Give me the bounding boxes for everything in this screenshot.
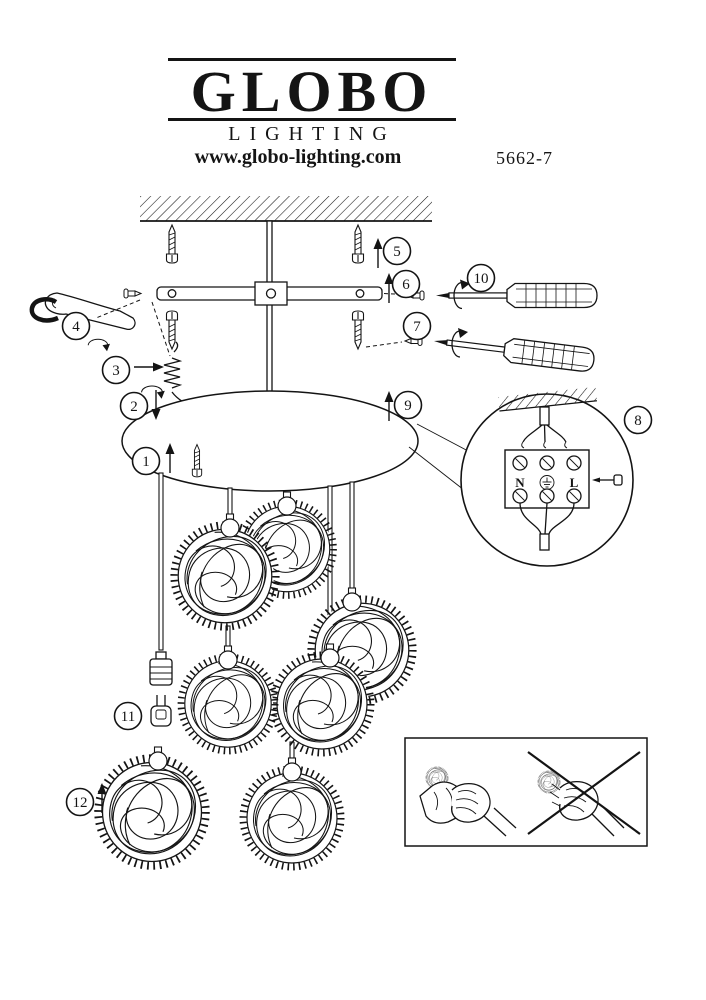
screwdriver-icon [431,328,596,374]
screw-icon [165,224,179,264]
svg-text:12: 12 [73,795,88,811]
svg-text:7: 7 [413,319,421,335]
g4-bulb-icon [150,695,172,727]
bulb-icon [342,587,362,612]
svg-text:10: 10 [474,271,489,287]
brand-sub-label: LIGHTING [228,123,396,145]
rotation-arrow-icon [87,338,111,352]
wire-ball-shade [98,758,206,866]
bulb-icon [282,757,302,782]
bulb-icon [218,645,238,670]
header-rule-bottom [168,118,456,121]
terminal-label-live: L [570,475,579,490]
callout-6: 6 [391,269,421,299]
pendant-rod [158,472,164,651]
terminal-label-neutral: N [515,475,525,490]
screw-icon [165,310,179,350]
pendant-rod [349,481,355,591]
svg-text:5: 5 [393,244,401,260]
callout-3: 3 [101,355,131,385]
callout-9: 9 [393,390,423,420]
screwdriver-icon [435,282,598,309]
callout-7: 7 [402,311,432,341]
wire-ball-shade [181,657,275,751]
wire-ball-shade [243,769,341,867]
callout-4: 4 [61,311,91,341]
bare-hand-icon [527,751,641,837]
pendant-rod [227,487,233,517]
socket-icon [149,651,173,686]
rotation-arrow-icon [141,385,166,400]
svg-text:6: 6 [402,277,410,293]
callout-12: 12 [65,787,95,817]
center-tube [266,220,273,394]
svg-text:1: 1 [142,454,150,470]
canopy-hook-tool [29,292,136,330]
svg-text:2: 2 [130,399,138,415]
bulb-icon [277,491,297,516]
callout-8: 8 [623,405,653,435]
handling-warning-box [404,737,648,847]
svg-text:3: 3 [112,363,120,379]
header-rule-top [168,58,456,61]
svg-text:9: 9 [404,398,412,414]
callout-5: 5 [382,236,412,266]
terminal-block: N L [504,449,590,509]
mounting-bracket [156,281,383,306]
callout-11: 11 [113,701,143,731]
svg-text:8: 8 [634,413,642,429]
website-text: www.globo-lighting.com [194,146,402,168]
cross-icon [527,751,641,835]
callout-10: 10 [466,263,496,293]
model-number: 5662-7 [496,148,553,168]
arrow-icon [383,272,395,304]
arrow-icon [372,237,384,269]
callout-2: 2 [119,391,149,421]
canopy [121,390,419,492]
bulb-icon [148,746,168,771]
ceiling-hatch [140,196,432,222]
arrow-icon [133,361,165,373]
brand-logo: GLOBO [190,59,434,124]
bulb-icon [220,513,240,538]
callout-1: 1 [131,446,161,476]
screw-icon [123,288,142,299]
wiring-inset: N L [460,386,634,567]
screw-icon [351,224,365,264]
svg-text:4: 4 [72,319,80,335]
screw-icon [351,310,365,350]
wire-ball-shade [174,525,276,627]
hand-with-cloth-icon [419,766,517,837]
screwdriver-tip-icon [592,474,623,486]
svg-text:11: 11 [121,709,135,725]
wire-ball-shade [273,655,371,753]
